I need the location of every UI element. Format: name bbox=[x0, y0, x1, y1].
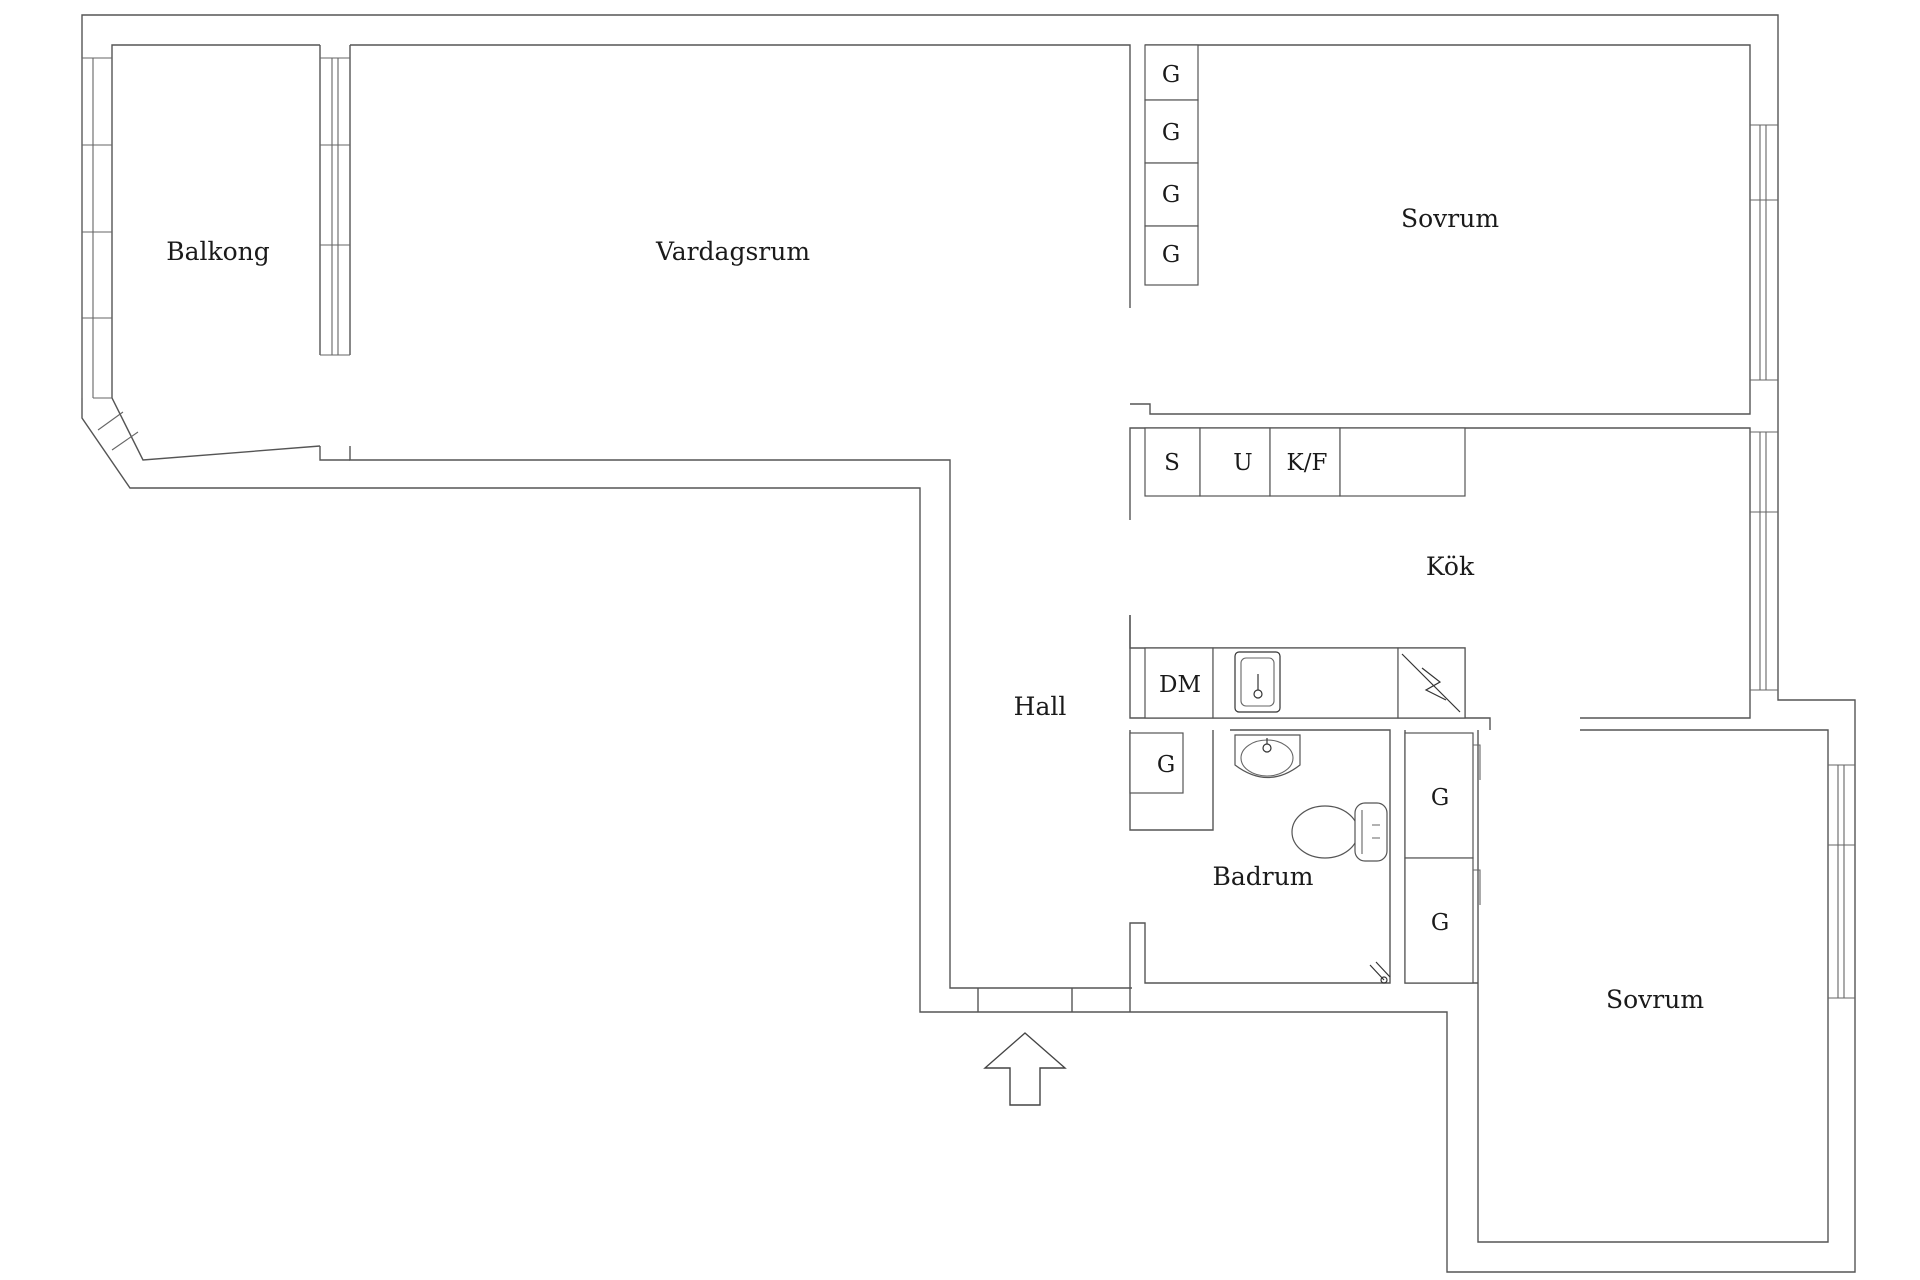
windows bbox=[81, 57, 1855, 999]
wardrobe-label: G bbox=[1157, 752, 1175, 778]
wardrobe-7 bbox=[1404, 857, 1474, 984]
sink-icon bbox=[1234, 651, 1281, 713]
room-label-kok: Kök bbox=[1426, 552, 1475, 581]
oven bbox=[1199, 427, 1271, 497]
wardrobe-label: G bbox=[1162, 242, 1180, 268]
toilet-icon bbox=[1291, 802, 1388, 862]
inner-walls bbox=[111, 44, 1829, 1243]
electrical-panel-icon bbox=[1397, 647, 1466, 719]
fridge-freezer bbox=[1269, 427, 1341, 497]
oven-label: U bbox=[1233, 450, 1252, 476]
room-label-vardagsrum: Vardagsrum bbox=[655, 237, 810, 266]
outer-wall-outline bbox=[81, 14, 1856, 1273]
fridge-freezer-label: K/F bbox=[1287, 450, 1328, 476]
wardrobe-label: G bbox=[1431, 785, 1449, 811]
wardrobe-4 bbox=[1144, 225, 1199, 286]
counter-sink bbox=[1212, 647, 1399, 719]
stove bbox=[1144, 427, 1201, 497]
counter-section bbox=[1339, 427, 1466, 497]
room-label-balkong: Balkong bbox=[166, 237, 270, 266]
kitchen-upper-counter: S U K/F bbox=[1144, 427, 1466, 497]
wardrobe-label: G bbox=[1162, 182, 1180, 208]
wardrobe-label: G bbox=[1431, 910, 1449, 936]
kitchen-lower-counter: DM bbox=[1129, 615, 1466, 719]
wardrobe-label: G bbox=[1162, 120, 1180, 146]
wardrobe-6 bbox=[1404, 732, 1474, 859]
washbasin-icon bbox=[1234, 734, 1301, 778]
room-label-hall: Hall bbox=[1014, 692, 1067, 721]
dishwasher bbox=[1144, 647, 1214, 719]
dishwasher-label: DM bbox=[1159, 672, 1201, 698]
room-label-sovrum-1: Sovrum bbox=[1401, 204, 1499, 233]
entrance-arrow-icon bbox=[983, 1032, 1067, 1106]
room-label-sovrum-2: Sovrum bbox=[1606, 985, 1704, 1014]
bedroom-2-wardrobes: G G bbox=[1404, 732, 1481, 984]
room-label-badrum: Badrum bbox=[1212, 862, 1313, 891]
wardrobe-3 bbox=[1144, 162, 1199, 227]
floor-drain-icon bbox=[1369, 961, 1391, 984]
wardrobe-label: G bbox=[1162, 62, 1180, 88]
stove-label: S bbox=[1164, 450, 1180, 476]
wardrobe-2 bbox=[1144, 99, 1199, 164]
wardrobe-5 bbox=[1129, 732, 1184, 794]
wardrobe-column: G G G G bbox=[1144, 44, 1199, 286]
hall-wardrobe: G bbox=[1129, 732, 1184, 794]
wardrobe-1 bbox=[1144, 44, 1199, 101]
